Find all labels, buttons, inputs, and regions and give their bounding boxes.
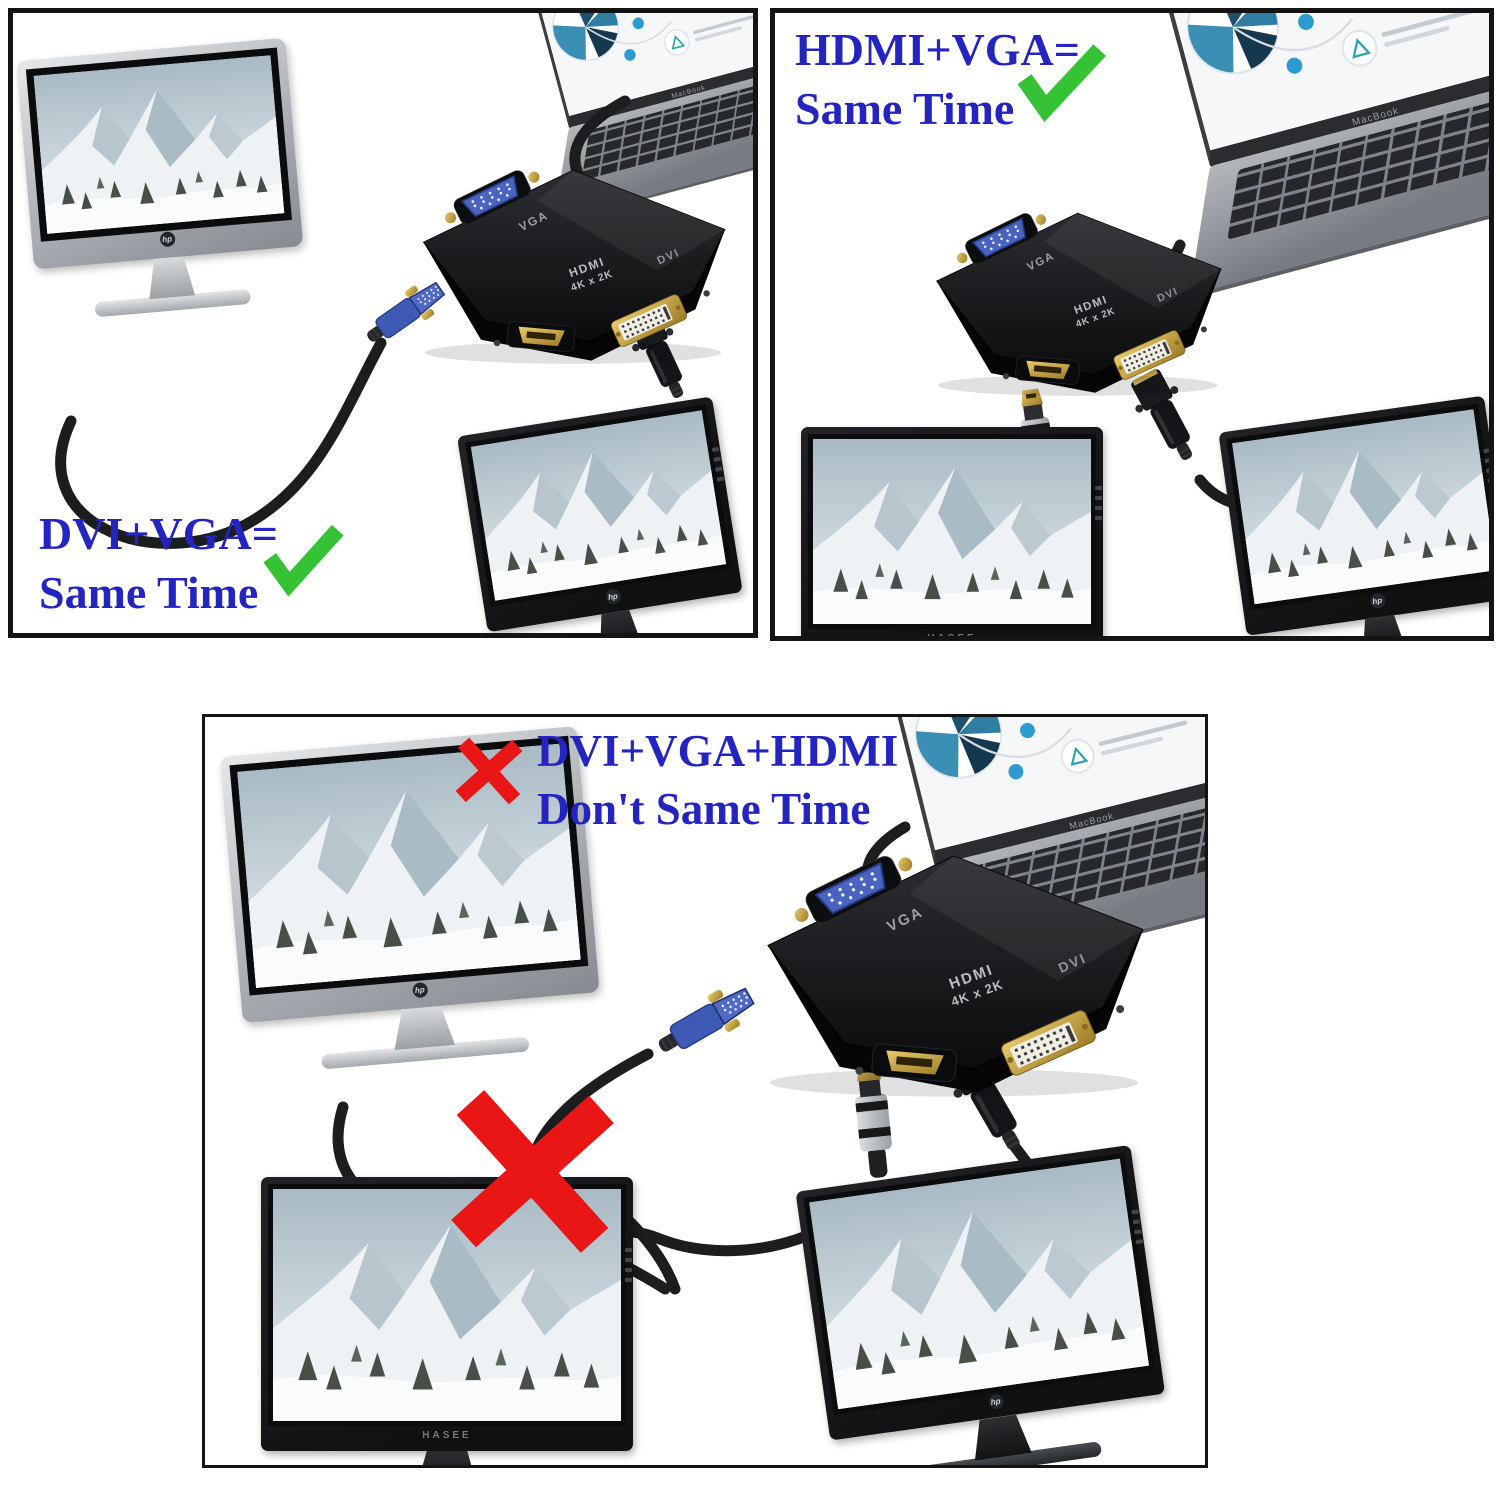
monitor-screen [1226, 403, 1489, 610]
monitor-screen [803, 1152, 1155, 1416]
monitor-hp-small: hp [1218, 395, 1489, 641]
cross-icon [449, 731, 529, 811]
vga-cable [55, 337, 387, 549]
adapter-device [923, 195, 1225, 399]
vga-connector [649, 976, 761, 1067]
monitor-hasee: HASEE [801, 427, 1103, 641]
monitor-stand-neck [415, 1451, 479, 1465]
hp-logo: hp [159, 231, 176, 248]
hp-logo: hp [987, 1393, 1005, 1410]
caption-line1: DVI+VGA= [39, 508, 278, 559]
hp-logo: hp [1368, 592, 1386, 610]
monitor-stand-neck [391, 1005, 455, 1050]
monitor-screen [25, 47, 292, 242]
hp-logo: hp [604, 587, 622, 605]
caption: HDMI+VGA= Same Time [795, 21, 1080, 139]
hasee-logo: HASEE [422, 1429, 472, 1441]
caption-line1: HDMI+VGA= [795, 24, 1080, 75]
monitor-screen [808, 434, 1096, 630]
caption-line2: Same Time [39, 566, 259, 618]
monitor-hp-small: hp [795, 1144, 1172, 1465]
panel-hdmi-vga: MacBook HASEE [770, 8, 1494, 641]
cross-icon-large [435, 1074, 629, 1268]
caption-line2: Same Time [795, 82, 1015, 134]
monitor-buttons [625, 1248, 632, 1283]
monitor-hp-small: hp [456, 396, 751, 638]
adapter-device [409, 151, 729, 367]
monitor-hp-large: hp [16, 37, 308, 322]
check-icon [256, 512, 347, 603]
monitor-screen [229, 735, 589, 996]
panel-all-three: MacBook hp [202, 714, 1208, 1468]
panel-dvi-vga: MacBook hp [8, 8, 758, 638]
caption: DVI+VGA+HDMI Don't Same Time [537, 723, 898, 838]
monitor-buttons [1095, 486, 1102, 521]
adapter-device [750, 832, 1148, 1101]
check-icon [1009, 29, 1111, 131]
monitor-stand-neck [146, 255, 195, 299]
hp-logo: hp [411, 981, 428, 999]
hasee-logo: HASEE [927, 632, 977, 641]
caption-line1: DVI+VGA+HDMI [537, 726, 899, 776]
caption: DVI+VGA= Same Time [39, 505, 278, 623]
caption-line2: Don't Same Time [537, 783, 871, 834]
monitor-stand-neck [969, 1413, 1031, 1461]
